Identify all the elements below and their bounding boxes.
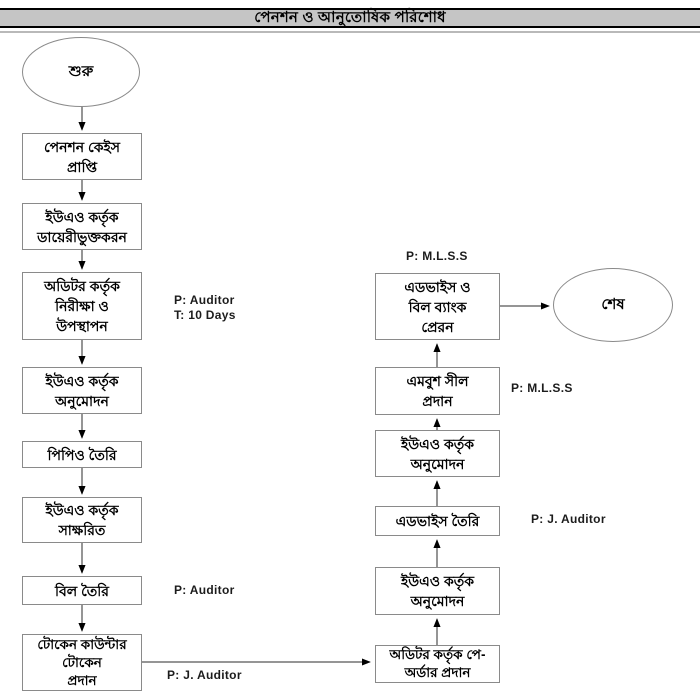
step-token-counter-token-issue: টোকেন কাউন্টার টোকেন প্রদান — [22, 634, 142, 691]
step-uao-approval-2: ইউএও কর্তৃক অনুমোদন — [375, 567, 500, 615]
step-uao-approval-3: ইউএও কর্তৃক অনুমোদন — [375, 430, 500, 477]
annotation-mlss-send: P: M.L.S.S — [406, 249, 468, 263]
step-auditor-pay-order: অডিটর কর্তৃক পে- অর্ডার প্রদান — [375, 645, 500, 683]
step-label: ইউএও কর্তৃক অনুমোদন — [400, 435, 475, 472]
step-label: বিল তৈরি — [55, 582, 109, 599]
step-uao-approval-1: ইউএও কর্তৃক অনুমোদন — [22, 367, 142, 414]
step-label: ইউএও কর্তৃক অনুমোদন — [45, 372, 119, 409]
annotation-auditor-10-days: P: Auditor T: 10 Days — [174, 293, 236, 322]
step-label: ইউএও কর্তৃক অনুমোদন — [400, 573, 475, 609]
annotation-j-auditor-advice: P: J. Auditor — [531, 512, 606, 526]
step-bill-preparation: বিল তৈরি — [22, 576, 142, 605]
step-uao-signed: ইউএও কর্তৃক সাক্ষরিত — [22, 497, 142, 543]
step-label: অডিটর কর্তৃক নিরীক্ষা ও উপস্থাপন — [44, 278, 120, 334]
page-title: পেনশন ও আনুতোষিক পরিশোধ — [254, 8, 446, 26]
start-terminal: শুরু — [22, 37, 140, 107]
step-auditor-audit-presentation: অডিটর কর্তৃক নিরীক্ষা ও উপস্থাপন — [22, 272, 142, 340]
start-terminal-label: শুরু — [68, 63, 94, 80]
annotation-auditor-bill: P: Auditor — [174, 583, 235, 597]
step-pension-case-receipt: পেনশন কেইস প্রাপ্তি — [22, 133, 142, 180]
step-advice-preparation: এডভাইস তৈরি — [375, 506, 500, 536]
annotation-mlss-seal: P: M.L.S.S — [511, 381, 573, 395]
end-terminal: শেষ — [553, 268, 673, 342]
title-bar: পেনশন ও আনুতোষিক পরিশোধ — [0, 8, 700, 28]
step-label: টোকেন কাউন্টার টোকেন প্রদান — [37, 636, 127, 688]
end-terminal-label: শেষ — [601, 296, 625, 313]
step-advice-bill-bank-send: এডভাইস ও বিল ব্যাংক প্রেরন — [375, 273, 500, 340]
step-label: অডিটর কর্তৃক পে- অর্ডার প্রদান — [389, 647, 486, 680]
step-label: ইউএও কর্তৃক ডায়েরীভুক্তকরন — [37, 208, 127, 245]
step-label: ইউএও কর্তৃক সাক্ষরিত — [45, 502, 119, 538]
annotation-j-auditor-token: P: J. Auditor — [167, 668, 242, 682]
step-label: এডভাইস তৈরি — [395, 513, 480, 529]
step-label: পেনশন কেইস প্রাপ্তি — [43, 138, 121, 175]
step-label: পিপিও তৈরি — [47, 446, 117, 463]
step-emboss-seal-issue: এমবুশ সীল প্রদান — [375, 367, 500, 415]
step-label: এডভাইস ও বিল ব্যাংক প্রেরন — [404, 278, 471, 335]
step-uao-diary-entry: ইউএও কর্তৃক ডায়েরীভুক্তকরন — [22, 203, 142, 250]
step-ppo-preparation: পিপিও তৈরি — [22, 441, 142, 468]
step-label: এমবুশ সীল প্রদান — [406, 373, 469, 409]
title-bar-shadow — [0, 31, 700, 33]
